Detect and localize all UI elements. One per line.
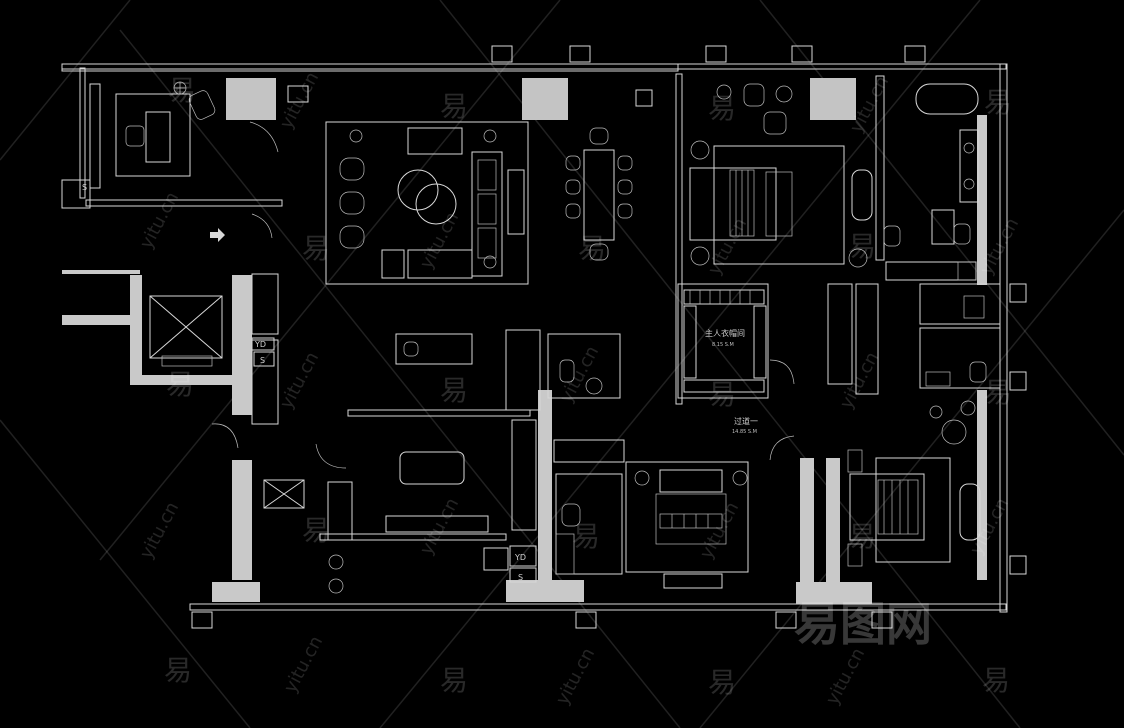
- watermark-glyph: 易: [440, 374, 468, 407]
- watermark-url: yitu.cn: [276, 348, 323, 412]
- kids-bedroom: [625, 461, 749, 589]
- watermark-url: yitu.cn: [836, 348, 883, 412]
- corridor-label: 过道一: [734, 416, 758, 426]
- watermark-url: yitu.cn: [280, 632, 327, 696]
- watermark-url: yitu.cn: [276, 68, 323, 132]
- watermark-glyph: 易: [168, 74, 196, 107]
- master-bedroom: [675, 73, 873, 405]
- watermark-url: yitu.cn: [552, 644, 599, 708]
- powder-rooms: YD S YD S: [251, 333, 625, 583]
- brand-watermark: 易图网: [794, 597, 932, 651]
- watermark-url: yitu.cn: [966, 494, 1013, 558]
- elevator-tag: S: [82, 183, 87, 192]
- watermark-url: yitu.cn: [136, 188, 183, 252]
- facade-markers: [191, 45, 1027, 629]
- corridor-area: 14.85 S.M: [732, 429, 757, 435]
- stair-tag-1: S: [518, 573, 523, 582]
- structural-columns: [226, 78, 856, 120]
- walk-in-closet: 主人衣帽间 8.15 S.M: [677, 283, 879, 399]
- watermark-url: yitu.cn: [822, 644, 869, 708]
- second-bath: [919, 283, 1001, 389]
- watermark-glyph: 易: [164, 654, 192, 687]
- kitchen: [319, 329, 541, 594]
- watermark-glyph: 易: [848, 520, 876, 553]
- watermark-glyph: 易: [984, 86, 1012, 119]
- study-room: S: [61, 81, 283, 239]
- watermark-glyph: 易: [708, 378, 736, 411]
- watermark-glyph: 易: [166, 368, 194, 401]
- watermark-glyph: 易: [440, 664, 468, 697]
- master-bath: [875, 75, 979, 281]
- watermark-glyph: 易: [708, 666, 736, 699]
- watermark-glyph: 易: [982, 664, 1010, 697]
- watermark-glyph: 易: [572, 520, 600, 553]
- watermark-glyph: 易: [708, 92, 736, 125]
- watermark-glyph: 易: [302, 514, 330, 547]
- watermark-url: yitu.cn: [416, 208, 463, 272]
- watermark-glyph: 易: [440, 90, 468, 123]
- watermark-glyphs: 易 易 易 易 易 易 易 易 易 易 易 易 易 易 易 易 易 易: [164, 74, 1012, 699]
- watermark-glyph: 易: [984, 376, 1012, 409]
- watermark-glyph: 易: [578, 232, 606, 265]
- watermark-url: yitu.cn: [556, 342, 603, 406]
- corridor: 过道一 14.85 S.M: [732, 359, 795, 461]
- elevator-core: [149, 273, 347, 509]
- watermark-glyph: 易: [848, 230, 876, 263]
- closet-area: 8.15 S.M: [712, 342, 734, 348]
- wardrobe-tag-1: YD: [514, 553, 526, 562]
- entry-arrow-icon: [210, 228, 225, 242]
- stair-tag-2: S: [260, 356, 265, 365]
- living-room: [325, 121, 529, 285]
- wardrobe-tag-2: YD: [254, 340, 266, 349]
- watermark-glyph: 易: [302, 232, 330, 265]
- watermark-url: yitu.cn: [416, 494, 463, 558]
- outer-walls: [61, 63, 1008, 613]
- second-bedroom: [847, 400, 981, 567]
- watermark-url: yitu.cn: [696, 498, 743, 562]
- dining-area: [287, 85, 653, 261]
- closet-label: 主人衣帽间: [705, 328, 745, 338]
- watermark-url: yitu.cn: [704, 214, 751, 278]
